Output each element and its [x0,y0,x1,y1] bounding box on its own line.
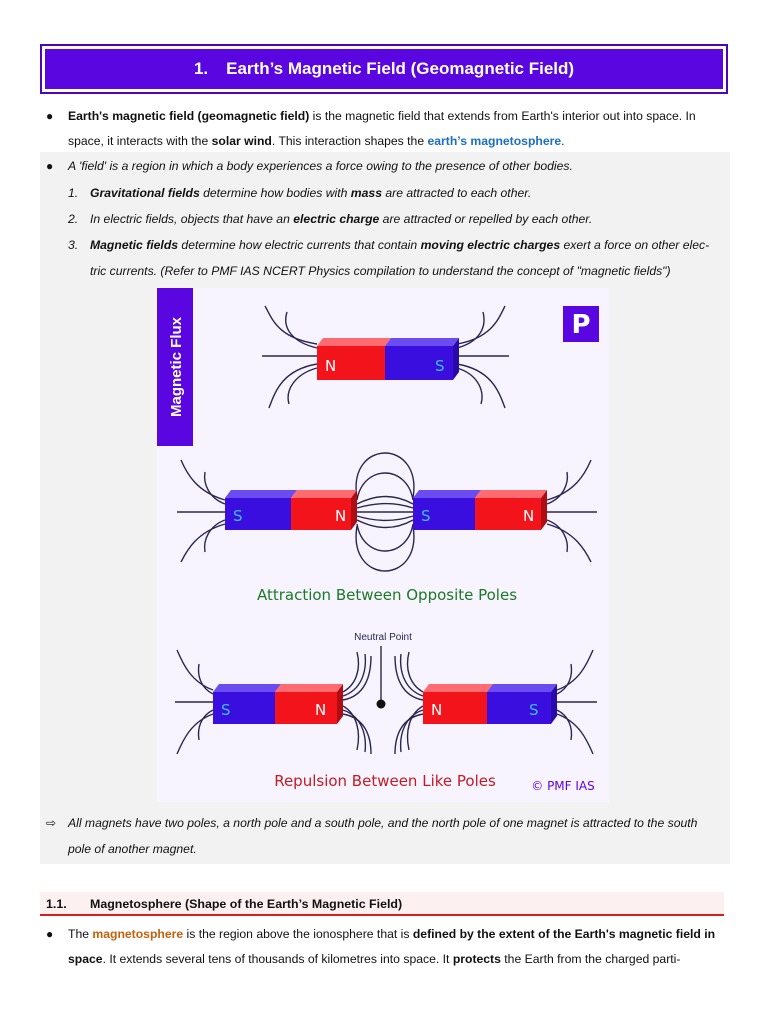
magnet-figure: Magnetic Flux P N S [157,288,609,802]
single-magnet: N S [317,338,459,380]
section-title: Magnetosphere (Shape of the Earth’s Magn… [90,897,403,911]
list-item: 2. In electric fields, objects that have… [68,212,593,226]
term-solar-wind: solar wind [211,134,272,148]
section-number: 1.1. [46,897,67,911]
poles-note: ⇨ All magnets have two poles, a north po… [40,810,730,862]
pmf-logo-mark: P [571,310,590,340]
south-pole-label: S [233,507,243,525]
chapter-title-text: Earth’s Magnetic Field (Geomagnetic Fiel… [226,59,575,78]
north-pole-label: N [523,507,534,525]
attraction-field-lines [177,452,597,572]
bullet-dot: ● [46,927,54,941]
neutral-point-dot [376,699,386,709]
neutral-point-label: Neutral Point [354,632,412,643]
field-definition: ● A 'field' is a region in which a body … [40,154,730,179]
chapter-number: 1. [193,59,209,78]
bullet-dot: ● [46,109,54,123]
attraction-magnet-right: S N [413,490,547,530]
south-pole-label: S [421,507,431,525]
intro-paragraph: ● Earth's magnetic field (geomagnetic fi… [40,104,730,154]
magnetic-flux-panel [157,288,193,446]
repulsion-magnet-right: N S [423,684,557,724]
chapter-title: 1. Earth’s Magnetic Field (Geomagnetic F… [45,49,723,89]
chapter-title-box: 1. Earth’s Magnetic Field (Geomagnetic F… [40,44,728,94]
attraction-magnet-left: S N [225,490,357,530]
list-item: 1. Gravitational fields determine how bo… [68,186,532,200]
repulsion-magnet-left: S N [213,684,343,724]
south-pole-label: S [221,701,231,719]
repulsion-field-lines [175,649,597,755]
south-pole-label: S [529,701,539,719]
list-item: 3. Magnetic fields determine how electri… [68,238,710,278]
magnetic-flux-label: Magnetic Flux [168,316,185,417]
bullet-dot: ● [46,159,54,173]
magnetosphere-link[interactable]: earth’s magnetosphere [427,134,562,148]
north-pole-label: N [431,701,442,719]
north-pole-label: N [315,701,326,719]
arrow-icon: ⇨ [46,816,57,830]
term-earths-magnetic-field: Earth's magnetic field (geomagnetic fiel… [68,109,310,123]
magnetosphere-term[interactable]: magnetosphere [92,927,184,941]
repulsion-caption: Repulsion Between Like Poles [274,772,496,790]
credit-label: © PMF IAS [531,779,595,793]
north-pole-label: N [325,357,336,375]
pmf-logo [563,306,599,342]
single-magnet-field-lines [262,305,509,409]
magnetosphere-paragraph: ● The magnetosphere is the region above … [40,922,730,972]
south-pole-label: S [435,357,445,375]
attraction-caption: Attraction Between Opposite Poles [257,586,517,604]
section-heading: 1.1. Magnetosphere (Shape of the Earth’s… [40,892,724,916]
north-pole-label: N [335,507,346,525]
